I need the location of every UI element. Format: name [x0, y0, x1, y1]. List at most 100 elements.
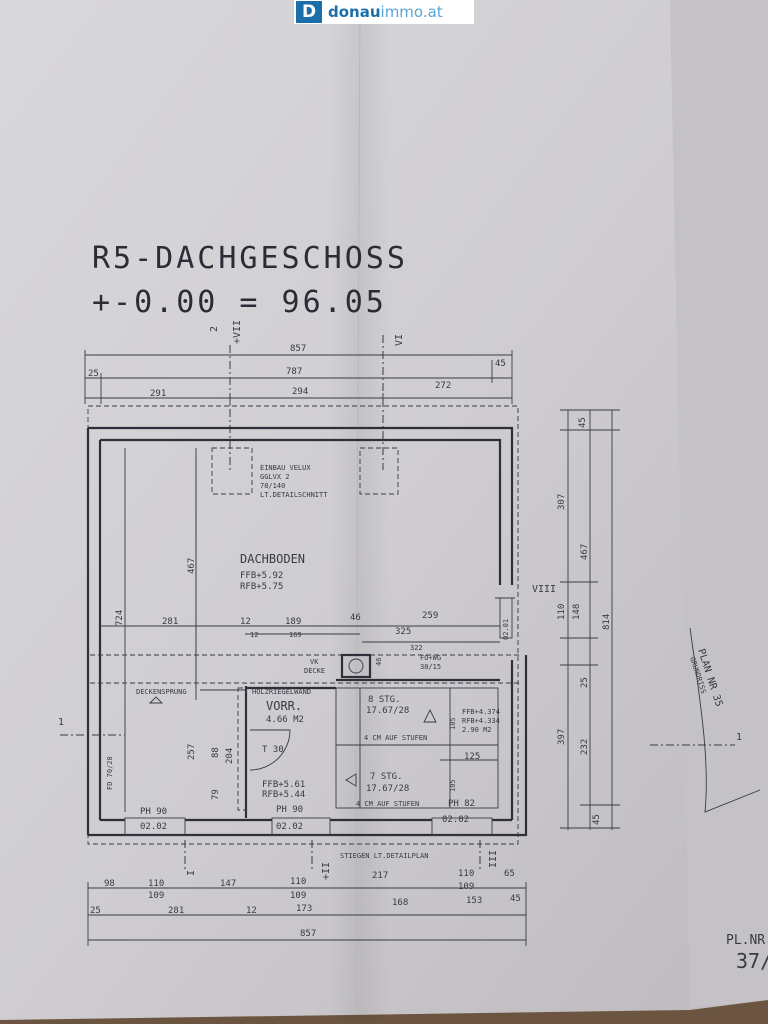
section-1: 1 1 VIII [58, 584, 742, 746]
vk-decke-2: DECKE [304, 667, 325, 675]
stiegen-note: STIEGEN LT.DETAILPLAN [340, 852, 429, 860]
dim-291: 291 [150, 389, 166, 399]
section-marks-top: 2 +VII VI [209, 320, 405, 470]
stair-8-dim: 17.67/28 [366, 706, 409, 716]
section-iii-bottom: III [488, 850, 499, 868]
dim-110-right: 110 [557, 604, 567, 620]
plan-level: +-0.00 = 96.05 [92, 285, 387, 320]
window-ph90-b-sub: 02.02 [276, 822, 303, 832]
dim-857-bottom: 857 [300, 929, 316, 939]
fd-note: FD 70/20 [106, 756, 114, 790]
dim-259: 259 [422, 611, 438, 621]
dim-153: 153 [466, 896, 482, 906]
corner-plan-number: 37/ [736, 949, 768, 973]
dim-110-b-b: 110 [290, 877, 306, 887]
brand-name-rest: immo.at [380, 3, 443, 21]
brand-logo-mark: D [296, 1, 322, 23]
dim-25-right: 25 [580, 677, 590, 688]
section-marks-bottom: I +II III [184, 840, 499, 880]
dim-307: 307 [557, 494, 567, 510]
room-dachboden: DACHBODEN [240, 552, 305, 566]
dim-88: 88 [211, 747, 221, 758]
paper-crease [330, 0, 390, 1020]
stair-auf-stufen-1: 4 CM AUF STUFEN [364, 734, 427, 742]
brand-name-bold: donau [328, 3, 381, 21]
room-vorr-rfb: RFB+5.44 [262, 790, 305, 800]
dim-189: 189 [285, 617, 301, 627]
stair-7-stg: 7 STG. [370, 772, 403, 782]
dim-787: 787 [286, 367, 302, 377]
dim-25-top: 25 [88, 369, 99, 379]
dim-109-b-c: 109 [458, 882, 474, 892]
velux-note-2: GGLVX 2 [260, 473, 290, 481]
dim-79: 79 [211, 789, 221, 800]
velux-note-4: LT.DETAILSCHNITT [260, 491, 328, 499]
dim-857-top: 857 [290, 344, 306, 354]
dim-294: 294 [292, 387, 308, 397]
dim-45-right-b: 45 [592, 814, 602, 825]
dim-397: 397 [557, 729, 567, 745]
dim-125: 125 [464, 752, 480, 762]
window-ph90-a: PH 90 [140, 807, 167, 817]
room-dachboden-ffb: FFB+5.92 [240, 571, 283, 581]
dim-0201: 02.01 [502, 619, 510, 640]
dim-45-right-a: 45 [578, 417, 588, 428]
dim-46-mid-a: 46 [350, 613, 361, 623]
dim-110-b-a: 110 [148, 879, 164, 889]
paper-fold [670, 0, 768, 1008]
right-dimension-chains: 45 307 467 110 148 814 25 397 232 45 [557, 409, 620, 830]
inner-vertical-dims: 724 467 257 88 204 79 105 105 125 [115, 455, 498, 800]
dim-325: 325 [395, 627, 411, 637]
bottom-dimension-chains: 98 110 109 147 110 109 217 110 109 65 25… [87, 869, 527, 946]
corner-plan-label: PL.NR [726, 933, 765, 948]
window-ph82: PH 82 [448, 799, 475, 809]
dim-232: 232 [580, 739, 590, 755]
dim-12-bottom: 12 [246, 906, 257, 916]
section-2-top: 2 [209, 326, 220, 332]
dim-169: 169 [289, 631, 302, 639]
velux-note-1: EINBAU VELUX [260, 464, 311, 472]
dim-322: 322 [410, 644, 423, 652]
brand-name: donauimmo.at [328, 3, 443, 21]
dim-814: 814 [602, 614, 612, 630]
landing-rfb: RFB+4.334 [462, 717, 500, 725]
paper-crease-line [354, 0, 361, 1016]
window-ph82-sub: 02.02 [442, 815, 469, 825]
room-dachboden-rfb: RFB+5.75 [240, 582, 283, 592]
window-ph90-a-sub: 02.02 [140, 822, 167, 832]
velux-note-3: 78/140 [260, 482, 285, 490]
brand-logo[interactable]: D donauimmo.at [294, 0, 474, 24]
top-dimension-chains: 857 25 787 45 291 294 272 [84, 344, 513, 404]
dim-147: 147 [220, 879, 236, 889]
landing-ffb: FFB+4.374 [462, 708, 500, 716]
dim-257: 257 [187, 744, 197, 760]
dim-46-mid-b: 46 [375, 658, 383, 666]
deckensprung-note: DECKENSPRUNG [136, 688, 187, 696]
dim-45-top: 45 [495, 359, 506, 369]
dim-109-b-b: 109 [290, 891, 306, 901]
section-i-bottom: I [186, 870, 197, 876]
dim-168: 168 [392, 898, 408, 908]
dim-272: 272 [435, 381, 451, 391]
dim-110-b-c: 110 [458, 869, 474, 879]
dim-109-b-a: 109 [148, 891, 164, 901]
dim-12-mid-b: 12 [250, 631, 258, 639]
dim-217: 217 [372, 871, 388, 881]
dim-148: 148 [572, 604, 582, 620]
section-vi: VI [394, 334, 405, 346]
room-vorr: VORR. [266, 699, 302, 713]
plan-title: R5-DACHGESCHOSS [92, 241, 408, 276]
room-labels: DACHBODEN FFB+5.92 RFB+5.75 EINBAU VELUX… [106, 464, 500, 860]
stair-auf-stufen-2: 4 CM AUF STUFEN [356, 800, 419, 808]
dim-105-a: 105 [449, 717, 457, 730]
section-1-left: 1 [58, 717, 64, 728]
stair-8-stg: 8 STG. [368, 695, 401, 705]
door-t30: T 30 [262, 745, 284, 755]
dim-467-inner: 467 [187, 558, 197, 574]
dim-724: 724 [115, 610, 125, 626]
vk-decke-1: VK [310, 658, 319, 666]
stair-7-dim: 17.67/28 [366, 784, 409, 794]
section-vii-top: +VII [232, 320, 243, 344]
dim-281-mid: 281 [162, 617, 178, 627]
